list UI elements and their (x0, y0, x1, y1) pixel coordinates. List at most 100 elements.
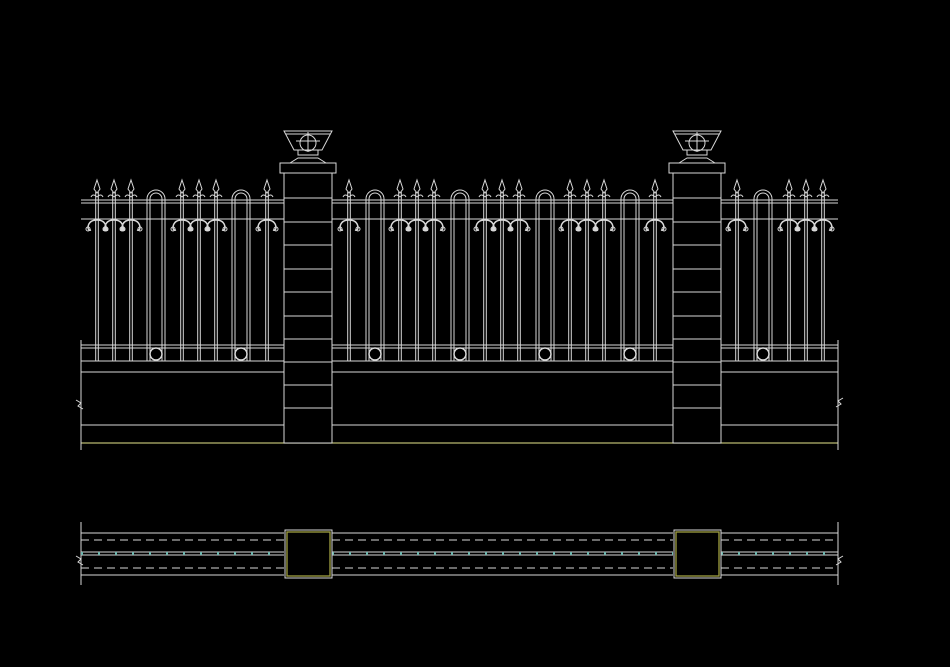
spear-tip (93, 178, 101, 194)
spear-tip (733, 178, 741, 194)
spear-leaf (478, 194, 492, 198)
plan-break-mark-right (835, 555, 844, 566)
fence-hoop (450, 189, 470, 361)
hoop-ring (453, 347, 467, 361)
scroll-curl (204, 226, 210, 232)
spear-tip (819, 178, 827, 194)
hoop-inner (538, 192, 552, 361)
fence-hoop (231, 189, 251, 361)
fence-picket (422, 178, 446, 361)
pillar-shaft (672, 172, 722, 444)
break-mark-right (835, 397, 844, 408)
plan-pillar-inner (675, 531, 720, 577)
fence-elevation-view (75, 130, 844, 450)
scroll-curl (440, 226, 446, 232)
scroll-curl (558, 226, 564, 232)
fence-hoop (753, 189, 773, 361)
spear-tip (212, 178, 220, 194)
fence-picket (170, 178, 194, 361)
spear-tip (651, 178, 659, 194)
cap-top (289, 157, 327, 164)
spear-tip (430, 178, 438, 194)
fence-picket (388, 178, 412, 361)
scroll-curl (355, 226, 361, 232)
fence-hoop (146, 189, 166, 361)
spear-leaf (393, 194, 407, 198)
hoop-inner (368, 192, 382, 361)
plan-pillar-outer (284, 529, 333, 579)
plan-break-mark-left (75, 555, 84, 566)
fence-picket (811, 178, 835, 361)
hoop-outer (620, 189, 640, 361)
pillar-cap (668, 162, 726, 174)
plan-pillar-outer (673, 529, 722, 579)
spear-leaf (512, 194, 526, 198)
pillar-cap (279, 162, 337, 174)
scroll-curl (490, 226, 496, 232)
fence-picket (643, 178, 667, 361)
scroll-curl (405, 226, 411, 232)
hoop-outer (365, 189, 385, 361)
spear-tip (802, 178, 810, 194)
fence-picket (405, 178, 429, 361)
stone-pillar (279, 130, 337, 444)
hoop-outer (231, 189, 251, 361)
spear-tip (127, 178, 135, 194)
hoop-ring (149, 347, 163, 361)
spear-leaf (90, 194, 104, 198)
spear-tip (178, 178, 186, 194)
spear-tip (498, 178, 506, 194)
fence-picket (187, 178, 211, 361)
fence-picket (794, 178, 818, 361)
scroll-curl (337, 226, 343, 232)
scroll-curl (661, 226, 667, 232)
spear-leaf (580, 194, 594, 198)
fence-picket (725, 178, 749, 361)
scroll-curl (422, 226, 428, 232)
scroll-curl (592, 226, 598, 232)
spear-leaf (799, 194, 813, 198)
spear-tip (110, 178, 118, 194)
spear-leaf (175, 194, 189, 198)
fence-picket (473, 178, 497, 361)
fence-picket (558, 178, 582, 361)
scroll-curl (473, 226, 479, 232)
hoop-outer (146, 189, 166, 361)
fence-picket (575, 178, 599, 361)
spear-leaf (597, 194, 611, 198)
break-mark-left (75, 399, 84, 410)
scroll-curl (388, 226, 394, 232)
scroll-ornament (339, 219, 359, 231)
hoop-inner (756, 192, 770, 361)
spear-leaf (782, 194, 796, 198)
lantern-base (686, 149, 708, 156)
spear-tip (566, 178, 574, 194)
scroll-curl (725, 226, 731, 232)
scroll-curl (187, 226, 193, 232)
stone-pillar (668, 130, 726, 444)
spear-tip (345, 178, 353, 194)
fence-picket (507, 178, 531, 361)
spear-leaf (342, 194, 356, 198)
lantern-icon (283, 130, 333, 156)
scroll-curl (610, 226, 616, 232)
scroll-ornament (645, 219, 665, 231)
fence-hoop (365, 189, 385, 361)
spear-tip (481, 178, 489, 194)
lantern-icon (672, 130, 722, 156)
spear-leaf (495, 194, 509, 198)
spear-tip (195, 178, 203, 194)
spear-leaf (410, 194, 424, 198)
scroll-curl (525, 226, 531, 232)
scroll-curl (102, 226, 108, 232)
hoop-inner (453, 192, 467, 361)
scroll-curl (507, 226, 513, 232)
fence-picket (592, 178, 616, 361)
fence-plan-view (75, 522, 844, 585)
hoop-outer (450, 189, 470, 361)
scroll-curl (222, 226, 228, 232)
fence-picket (119, 178, 143, 361)
scroll-curl (255, 226, 261, 232)
scroll-curl (743, 226, 749, 232)
